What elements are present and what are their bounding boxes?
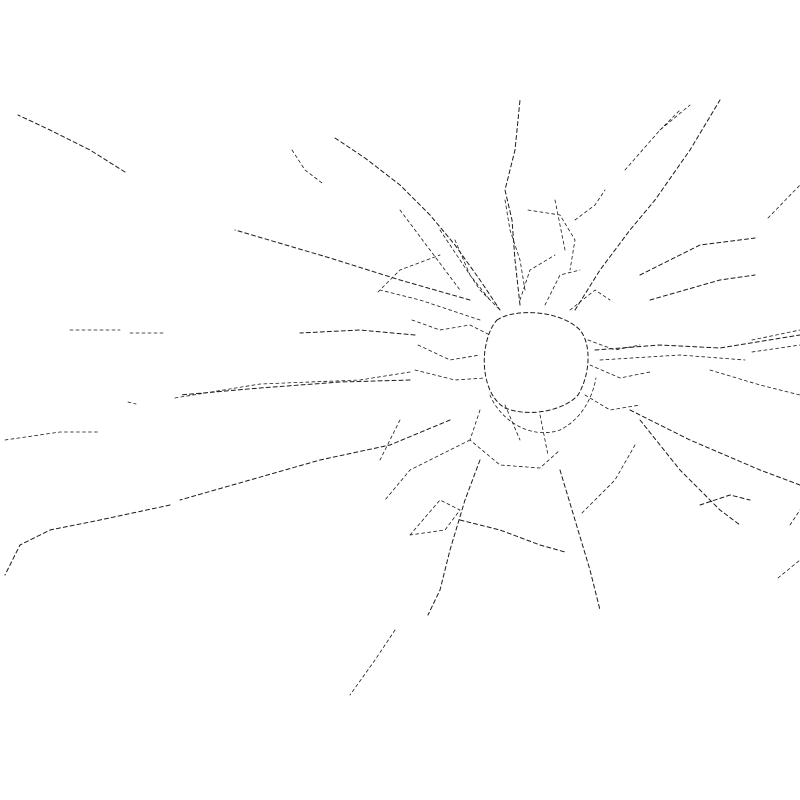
radial-crack-lower-left-fragment (409, 499, 461, 536)
radial-crack-far-upper-right (639, 237, 756, 301)
radial-crack-lower-left (179, 419, 451, 501)
impact-fragment-left (411, 319, 491, 381)
impact-fragment-right (584, 339, 651, 411)
radial-crack-right-lower-2 (709, 369, 800, 396)
radial-crack-upper-mid-left (291, 149, 323, 184)
radial-crack-upper-left (234, 229, 471, 301)
radial-crack-left-lower-short (4, 431, 99, 441)
radial-crack-upper-right-2 (624, 104, 691, 171)
radial-crack-right-lower (629, 409, 800, 486)
impact-ring (483, 312, 589, 413)
impact-ring-inner (489, 377, 597, 433)
radial-crack-left-mid-short (69, 329, 166, 334)
radial-crack-upper-left-2 (377, 254, 481, 321)
radial-crack-right-down (639, 419, 751, 526)
radial-crack-down-mid (459, 519, 566, 553)
radial-crack-edge-right-bottom (777, 509, 800, 579)
radial-crack-up-2 (504, 199, 526, 291)
radial-crack-down (427, 459, 481, 616)
radial-crack-down-far (349, 629, 396, 696)
radial-crack-upper-left-far (17, 114, 126, 173)
radial-crack-left-edge-mark (127, 401, 137, 405)
radial-crack-upper-center-left (527, 199, 576, 271)
radial-crack-down-right-2 (579, 444, 636, 516)
radial-crack-left-upper (299, 329, 416, 336)
radial-crack-right-2 (599, 329, 800, 361)
radial-crack-left (179, 379, 411, 396)
impact-fragment-upper-left (399, 209, 501, 311)
radial-crack-right (594, 334, 800, 351)
radial-crack-lower-left-far (4, 504, 171, 576)
crack-lines-group (4, 99, 800, 696)
radial-crack-left-box (174, 371, 411, 399)
radial-crack-upper-center-right (574, 189, 606, 221)
radial-crack-down-right (559, 469, 601, 611)
radial-crack-edge-right-top (767, 184, 800, 219)
impact-fragment-lower (469, 404, 561, 469)
radial-crack-upper-diagonal (334, 137, 501, 311)
radial-crack-up (504, 99, 521, 306)
radial-crack-upper-right (574, 99, 721, 311)
radial-crack-lower-left-2 (379, 419, 471, 501)
impact-fragment-upper (519, 254, 611, 311)
